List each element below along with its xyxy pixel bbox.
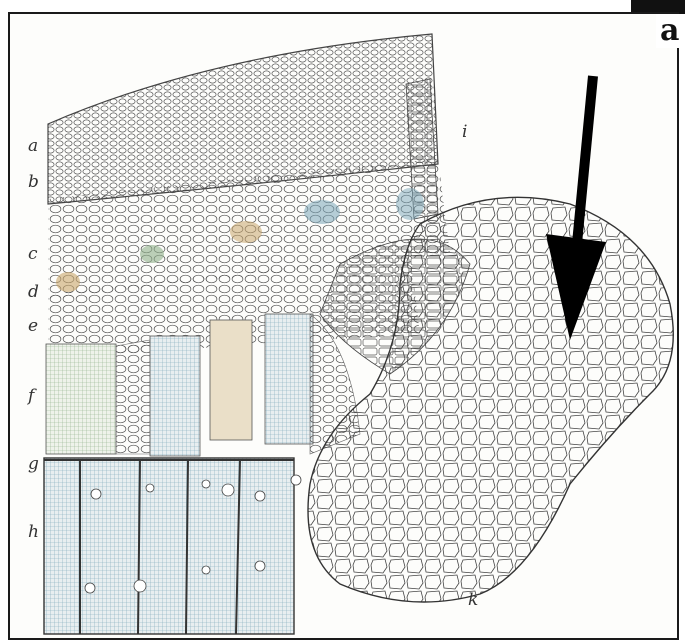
xylem-wedge bbox=[265, 314, 313, 444]
panel-label: a bbox=[656, 14, 683, 48]
xylem-wedge bbox=[210, 320, 252, 440]
label-d: d bbox=[28, 282, 39, 302]
label-c: c bbox=[28, 244, 38, 264]
figure-frame: a b c d e f g h i k bbox=[8, 12, 679, 640]
label-i: i bbox=[462, 122, 467, 142]
stain-cluster bbox=[304, 200, 340, 224]
stain-cluster bbox=[140, 245, 164, 263]
stain-cluster bbox=[396, 188, 424, 220]
wood-block bbox=[44, 458, 294, 634]
label-e: e bbox=[28, 316, 38, 336]
label-a: a bbox=[28, 136, 38, 156]
stain-cluster bbox=[230, 221, 262, 243]
label-g: g bbox=[28, 454, 39, 474]
label-f: f bbox=[28, 386, 34, 406]
stain-cluster bbox=[56, 272, 80, 292]
label-b: b bbox=[28, 172, 39, 192]
tissue-drawing bbox=[10, 14, 679, 640]
xylem-wedge bbox=[150, 336, 200, 456]
xylem-wedge bbox=[46, 344, 116, 454]
label-k: k bbox=[468, 590, 478, 610]
label-h: h bbox=[28, 522, 39, 542]
